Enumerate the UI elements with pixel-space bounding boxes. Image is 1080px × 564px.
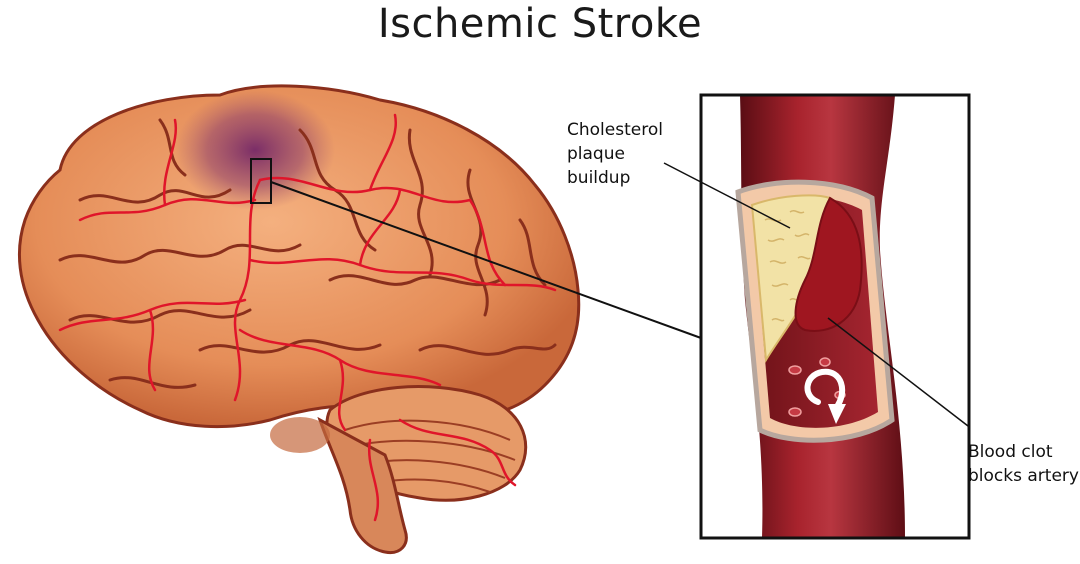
clot-label-line: Blood clot xyxy=(968,442,1053,462)
plaque-label-line: plaque xyxy=(567,144,625,164)
plaque-label: Cholesterol plaque buildup xyxy=(567,118,663,190)
artery-closeup xyxy=(699,93,971,540)
artery-closeup-border xyxy=(699,93,971,540)
clot-leader-line xyxy=(827,317,969,427)
plaque-label-line: buildup xyxy=(567,168,631,188)
blood-clot xyxy=(794,196,863,332)
brain xyxy=(17,84,581,555)
callout-line xyxy=(270,181,702,339)
temporal-lobe-shadow xyxy=(270,417,330,453)
clot-label: Blood clot blocks artery xyxy=(968,440,1079,488)
ischemic-focus-box xyxy=(250,158,272,204)
brain-stem xyxy=(317,416,408,555)
page-title: Ischemic Stroke xyxy=(377,1,703,47)
clot-label-line: blocks artery xyxy=(968,466,1079,486)
plaque-leader-line xyxy=(663,162,791,229)
plaque-label-line: Cholesterol xyxy=(567,120,663,140)
brain-folds xyxy=(58,118,557,389)
cerebral-vessels xyxy=(58,113,557,522)
circular-arrow-icon xyxy=(804,368,846,424)
